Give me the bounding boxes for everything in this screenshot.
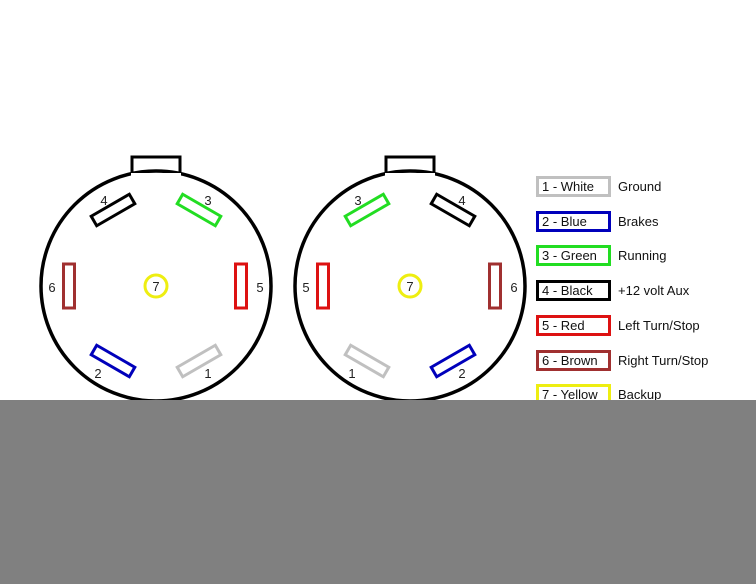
pin-4 [89, 192, 137, 228]
legend-description: Ground [618, 179, 662, 194]
pin-6 [62, 262, 76, 310]
pin-label: 5 [256, 280, 263, 295]
legend-description: Left Turn/Stop [618, 317, 700, 333]
legend-description: Backup [618, 387, 662, 403]
pin-6 [488, 262, 502, 310]
pin-5 [316, 262, 330, 310]
pin-3 [175, 192, 223, 228]
pin-1 [175, 343, 223, 379]
legend-description: Running [618, 248, 667, 264]
pin-label: 1 [348, 366, 355, 381]
pin-7 [143, 273, 169, 299]
legend-swatch: 1 - White [536, 176, 611, 197]
pin-label: 6 [510, 280, 517, 295]
pin-label: 4 [458, 193, 465, 208]
pin-label: 2 [458, 366, 465, 381]
pin-label: 6 [48, 280, 55, 295]
legend-swatch: 4 - Black [536, 280, 611, 302]
connector-right: 3 4 5 6 1 2 7 [293, 155, 527, 403]
pin-1 [343, 343, 391, 379]
tab-gap [131, 173, 181, 178]
tab-gap [385, 173, 435, 178]
legend-swatch: 3 - Green [536, 245, 611, 267]
legend-swatch: 6 - Brown [536, 349, 611, 371]
pin-label: 1 [204, 366, 211, 381]
pin-label: 4 [100, 193, 107, 208]
connector-left: 4 3 6 5 2 1 7 [39, 155, 273, 403]
pin-label: 3 [354, 193, 361, 208]
legend-description: Brakes [618, 213, 659, 229]
pin-4 [429, 192, 477, 228]
legend-swatch: 2 - Blue [536, 210, 611, 232]
pin-label: 7 [406, 279, 413, 294]
legend-description: +12 volt Aux [618, 283, 690, 299]
pin-5 [234, 262, 248, 310]
pin-2 [429, 343, 477, 379]
pin-label: 2 [94, 366, 101, 381]
gray-overlay [0, 400, 756, 584]
legend-description: Right Turn/Stop [618, 352, 709, 368]
legend-swatch: 5 - Red [536, 314, 611, 336]
pin-label: 3 [204, 193, 211, 208]
pin-3 [343, 192, 391, 228]
pin-2 [89, 343, 137, 379]
pin-label: 5 [302, 280, 309, 295]
pin-7 [397, 273, 423, 299]
pin-label: 7 [152, 279, 159, 294]
